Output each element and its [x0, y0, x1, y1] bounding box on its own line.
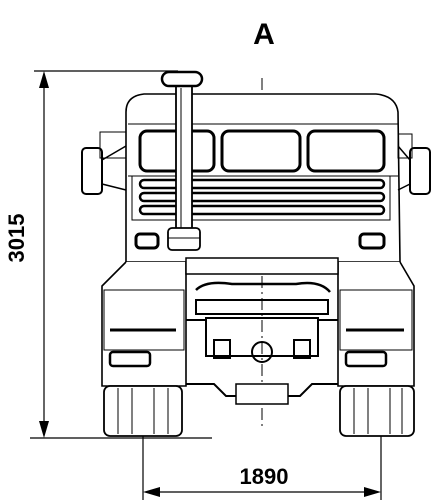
height-arrow-top [39, 71, 49, 88]
grille-slot-2 [138, 191, 386, 203]
grille [131, 175, 391, 221]
air-intake-snorkel [160, 70, 204, 251]
height-dimension-label: 3015 [4, 214, 29, 263]
grille-slot-3 [138, 204, 386, 216]
fender-right [337, 261, 415, 387]
right-lamp-lower [344, 350, 388, 368]
diff-block-left [213, 339, 231, 359]
mirror-right [397, 133, 431, 195]
fender-left [101, 261, 187, 387]
width-arrow-right [364, 487, 381, 497]
lower-body [101, 261, 415, 387]
headlamp-left [134, 232, 160, 250]
wheel-front-left [103, 385, 183, 437]
wheel-front-right [339, 385, 415, 437]
axle-beam-upper [195, 281, 331, 293]
headlamp-right [358, 232, 386, 250]
chassis-axle [185, 257, 339, 405]
front-bumper [185, 257, 339, 275]
fender-right-panel [339, 289, 413, 351]
fender-left-panel [103, 289, 185, 351]
width-dimension-label: 1890 [240, 464, 289, 489]
differential-housing [205, 317, 319, 357]
left-lamp-lower [108, 350, 152, 368]
height-arrow-bottom [39, 421, 49, 438]
differential-center [251, 341, 273, 363]
axle-beam [195, 299, 329, 315]
mirror-left [81, 131, 127, 195]
grille-frame [131, 175, 391, 221]
width-arrow-left [143, 487, 160, 497]
grille-slot-1 [138, 178, 386, 190]
windshield-center [220, 129, 302, 173]
windshield-right [306, 129, 386, 173]
view-label: A [253, 18, 275, 51]
lower-housing [235, 383, 289, 405]
diff-block-right [293, 339, 311, 359]
height-dimension [30, 70, 212, 439]
